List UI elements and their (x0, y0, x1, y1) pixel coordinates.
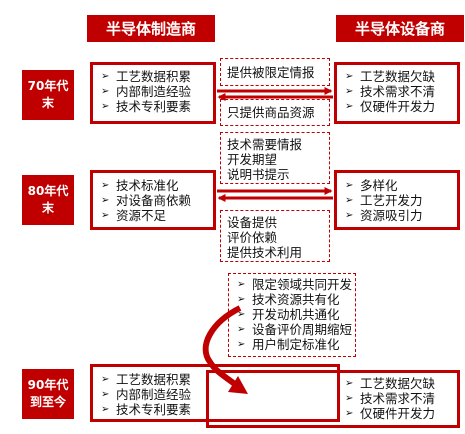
arrow-bullet-icon: ➢ (237, 309, 246, 320)
era-label-90s: 90年代 到至今 (22, 369, 74, 419)
era2-request-line: 说明书提示 (227, 167, 290, 182)
era3-right-item: ➢仅硬件开发力 (345, 406, 436, 421)
era-label-80s: 80年代 末 (22, 175, 74, 225)
era1-left-item: ➢工艺数据积累 (101, 69, 192, 84)
era2-supply-line: 提供技术利用 (227, 245, 303, 260)
arrow-bullet-icon: ➢ (101, 404, 110, 415)
era2-right-item: ➢资源吸引力 (345, 208, 423, 223)
era2-request-line: 开发期望 (227, 152, 278, 167)
era-label-70s: 70年代 末 (22, 70, 74, 120)
era3-right-item: ➢技术需求不清 (345, 391, 436, 406)
era1-info-to-equipment-box: 提供被限定情报 (220, 58, 330, 86)
era1-right-item: ➢仅硬件开发力 (345, 99, 436, 114)
era2-right-item: ➢多样化 (345, 178, 398, 193)
arrow-bullet-icon: ➢ (345, 210, 354, 221)
era3-curved-arrow (202, 305, 242, 388)
era3-shared-collaboration-box: ➢限定领域共同开发 ➢技术资源共有化 ➢开发动机共通化 ➢设备评价周期缩短 ➢用… (228, 273, 356, 357)
arrow-bullet-icon: ➢ (237, 339, 246, 350)
era3-manufacturer-box: ➢工艺数据积累 ➢内部制造经验 ➢技术专利要素 (90, 364, 340, 422)
era3-left-item: ➢工艺数据积累 (101, 372, 192, 387)
era3-shared-item: ➢技术资源共有化 (237, 292, 340, 307)
era2-supply-to-manufacturer-box: 设备提供 评价依赖 提供技术利用 (220, 210, 330, 262)
era3-shared-item: ➢用户制定标准化 (237, 337, 340, 352)
era3-shared-item: ➢限定领域共同开发 (237, 277, 353, 292)
arrow-bullet-icon: ➢ (345, 195, 354, 206)
era1-left-item: ➢技术专利要素 (101, 99, 192, 114)
arrow-bullet-icon: ➢ (237, 324, 246, 335)
arrow-bullet-icon: ➢ (345, 180, 354, 191)
era1-info-to-equipment-label: 提供被限定情报 (227, 65, 315, 80)
era1-right-item: ➢技术需求不清 (345, 84, 436, 99)
arrow-bullet-icon: ➢ (101, 210, 110, 221)
era3-equipment-box: ➢工艺数据欠缺 ➢技术需求不清 ➢仅硬件开发力 (206, 370, 460, 428)
arrow-bullet-icon: ➢ (101, 195, 110, 206)
arrow-bullet-icon: ➢ (101, 374, 110, 385)
era3-curved-arrow-head (228, 376, 248, 394)
era3-left-item: ➢技术专利要素 (101, 402, 192, 417)
arrow-bullet-icon: ➢ (345, 393, 354, 404)
era2-right-item: ➢工艺开发力 (345, 193, 423, 208)
era2-equipment-box: ➢多样化 ➢工艺开发力 ➢资源吸引力 (334, 170, 460, 230)
era3-left-item: ➢内部制造经验 (101, 387, 192, 402)
era2-manufacturer-box: ➢技术标准化 ➢对设备商依赖 ➢资源不足 (90, 170, 216, 230)
arrow-bullet-icon: ➢ (345, 71, 354, 82)
arrow-bullet-icon: ➢ (345, 378, 354, 389)
arrow-bullet-icon: ➢ (101, 101, 110, 112)
era2-supply-line: 评价依赖 (227, 230, 278, 245)
arrow-bullet-icon: ➢ (101, 86, 110, 97)
era2-requests-to-equipment-box: 技术需要情报 开发期望 说明书提示 (220, 132, 330, 184)
era2-left-item: ➢资源不足 (101, 208, 167, 223)
arrow-bullet-icon: ➢ (345, 101, 354, 112)
arrow-bullet-icon: ➢ (345, 86, 354, 97)
era3-shared-item: ➢设备评价周期缩短 (237, 322, 353, 337)
era1-goods-to-manufacturer-box: 只提供商品资源 (220, 99, 330, 126)
era3-shared-item: ➢开发动机共通化 (237, 307, 340, 322)
arrow-bullet-icon: ➢ (101, 389, 110, 400)
arrow-bullet-icon: ➢ (101, 71, 110, 82)
arrow-bullet-icon: ➢ (237, 279, 246, 290)
era2-left-item: ➢对设备商依赖 (101, 193, 192, 208)
era3-right-item: ➢工艺数据欠缺 (345, 376, 436, 391)
era1-left-item: ➢内部制造经验 (101, 84, 192, 99)
era2-supply-line: 设备提供 (227, 215, 278, 230)
arrow-bullet-icon: ➢ (101, 180, 110, 191)
era2-request-line: 技术需要情报 (227, 137, 303, 152)
era1-manufacturer-box: ➢工艺数据积累 ➢内部制造经验 ➢技术专利要素 (90, 62, 216, 124)
arrow-bullet-icon: ➢ (237, 294, 246, 305)
arrow-bullet-icon: ➢ (345, 408, 354, 419)
equipment-maker-header: 半导体设备商 (336, 15, 464, 42)
era1-goods-to-manufacturer-label: 只提供商品资源 (227, 105, 315, 120)
manufacturer-header: 半导体制造商 (87, 15, 215, 42)
era1-equipment-box: ➢工艺数据欠缺 ➢技术需求不清 ➢仅硬件开发力 (334, 62, 460, 124)
era2-left-item: ➢技术标准化 (101, 178, 179, 193)
era1-right-item: ➢工艺数据欠缺 (345, 69, 436, 84)
